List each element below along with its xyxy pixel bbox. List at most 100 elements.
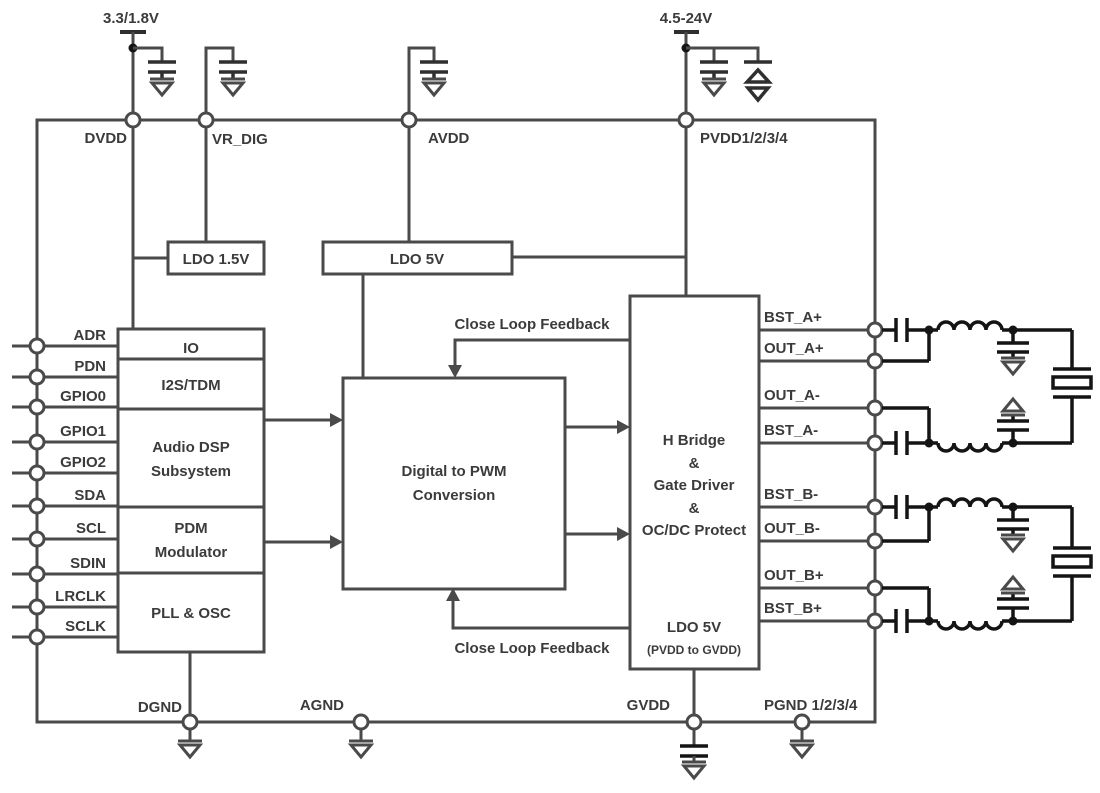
pin-label-avdd: AVDD <box>428 130 470 147</box>
pll-osc-label: PLL & OSC <box>151 605 231 622</box>
arrowhead-icon <box>330 413 343 427</box>
audio-dsp-label-1: Audio DSP <box>152 439 230 456</box>
filter-capacitor-ground-icon <box>997 330 1029 374</box>
pin-row-sclk: SCLK <box>12 618 118 646</box>
i2s-tdm-box <box>116 357 266 411</box>
hbridge-ldo-label: LDO 5V <box>667 619 721 636</box>
pin-label: SDA <box>74 487 106 504</box>
junction-dot <box>924 438 934 448</box>
pdm-label-2: Modulator <box>155 544 228 561</box>
pin-label-pgnd: PGND 1/2/3/4 <box>764 697 858 714</box>
filter-capacitor-ground-icon <box>997 507 1029 551</box>
ldo-5v-block: LDO 5V <box>321 240 514 276</box>
dpwm-label-1: Digital to PWM <box>402 463 507 480</box>
pin-circle <box>28 598 46 616</box>
audio-dsp-label-2: Subsystem <box>151 463 231 480</box>
bottom-pin-pgnd: PGND 1/2/3/4 <box>764 697 858 759</box>
pin-circle <box>28 464 46 482</box>
feedback-bottom-label: Close Loop Feedback <box>454 640 610 657</box>
vrdig-decoupling <box>204 46 247 120</box>
bootstrap-capacitor-icon <box>894 493 909 521</box>
io-label: IO <box>183 340 199 357</box>
pin-label: OUT_B+ <box>764 567 824 584</box>
pin-circle-vrdig <box>197 111 215 129</box>
ldo-5v-box <box>321 240 514 276</box>
digital-block-stack: IO I2S/TDM Audio DSP Subsystem PDM Modul… <box>116 327 266 654</box>
pin-circle <box>866 321 884 339</box>
pin-circle-pvdd <box>677 111 695 129</box>
filter-capacitor-ground-icon <box>997 399 1029 443</box>
bootstrap-capacitor-icon <box>894 429 909 457</box>
feedback-top: Close Loop Feedback <box>448 316 630 378</box>
pin-circle-pgnd <box>793 713 811 731</box>
pin-row-adr: ADR <box>12 327 118 355</box>
i2s-tdm-label: I2S/TDM <box>161 377 220 394</box>
speaker-load-icon <box>1051 367 1093 399</box>
pin-label: SCLK <box>65 618 106 635</box>
pin-circle <box>28 628 46 646</box>
wire <box>407 46 436 120</box>
top-pins: DVDD VR_DIG AVDD PVDD1/2/3/4 <box>84 111 788 148</box>
ground-icon <box>680 760 708 780</box>
pdm-label-1: PDM <box>174 520 207 537</box>
supply-3v3-1v8: 3.3/1.8V <box>103 10 176 120</box>
pin-label: BST_A+ <box>764 309 822 326</box>
pin-circle <box>28 497 46 515</box>
pin-label-agnd: AGND <box>300 697 344 714</box>
pin-circle <box>28 398 46 416</box>
pin-label: BST_B+ <box>764 600 822 617</box>
pin-label-dgnd: DGND <box>138 699 182 716</box>
pin-label: LRCLK <box>55 588 106 605</box>
dpwm-box <box>341 376 567 591</box>
bootstrap-capacitor-icon <box>894 607 909 635</box>
pin-circle <box>866 532 884 550</box>
pin-circle <box>28 337 46 355</box>
pin-circle <box>866 579 884 597</box>
arrowhead-icon <box>617 527 630 541</box>
pin-row-lrclk: LRCLK <box>12 588 118 616</box>
pin-circle <box>28 368 46 386</box>
pin-label-gvdd: GVDD <box>627 697 671 714</box>
supply-3v3-label: 3.3/1.8V <box>103 10 159 27</box>
pin-label-vrdig: VR_DIG <box>212 131 268 148</box>
audio-dsp-box <box>116 407 266 509</box>
pdm-modulator-box <box>116 505 266 575</box>
pin-label: GPIO2 <box>60 454 106 471</box>
arrowhead-icon <box>330 535 343 549</box>
pin-label: ADR <box>74 327 107 344</box>
supply-4v5-24v: 4.5-24V <box>660 10 774 120</box>
pin-circle <box>28 530 46 548</box>
junction-dot <box>924 325 934 335</box>
pin-label: GPIO0 <box>60 388 106 405</box>
hbridge-label-1: H Bridge <box>663 432 726 449</box>
pin-circle <box>866 352 884 370</box>
inductor-icon <box>936 619 1004 631</box>
output-filter-channel-b <box>882 493 1093 635</box>
dpwm-label-2: Conversion <box>413 487 496 504</box>
pin-circle <box>28 433 46 451</box>
right-pin-rows: BST_A+ OUT_A+ OUT_A- BST_A- BST_B- OUT_B… <box>759 309 884 630</box>
arrowhead-icon <box>617 420 630 434</box>
output-filter-channel-a <box>882 316 1093 457</box>
junction-dot <box>924 502 934 512</box>
pin-label: OUT_B- <box>764 520 820 537</box>
pin-row-sda: SDA <box>12 487 118 515</box>
pin-circle-agnd <box>352 713 370 731</box>
dpwm-block: Digital to PWM Conversion <box>341 376 567 591</box>
ldo-5v-label: LDO 5V <box>390 251 444 268</box>
pin-label: OUT_A+ <box>764 340 824 357</box>
pin-label: OUT_A- <box>764 387 820 404</box>
inductor-icon <box>936 497 1004 509</box>
feedback-bottom: Close Loop Feedback <box>446 588 630 657</box>
hbridge-label-5: OC/DC Protect <box>642 522 746 539</box>
decoupling-capacitor-ground-icon <box>219 62 247 95</box>
pin-label: SCL <box>76 520 106 537</box>
pin-label-dvdd: DVDD <box>84 130 127 147</box>
pin-circle-gvdd <box>685 713 703 731</box>
wire <box>133 46 164 62</box>
stack-to-dpwm-arrows <box>264 413 343 549</box>
internal-supply-wires <box>131 120 688 378</box>
wire <box>451 601 630 630</box>
junction-dot <box>924 616 934 626</box>
